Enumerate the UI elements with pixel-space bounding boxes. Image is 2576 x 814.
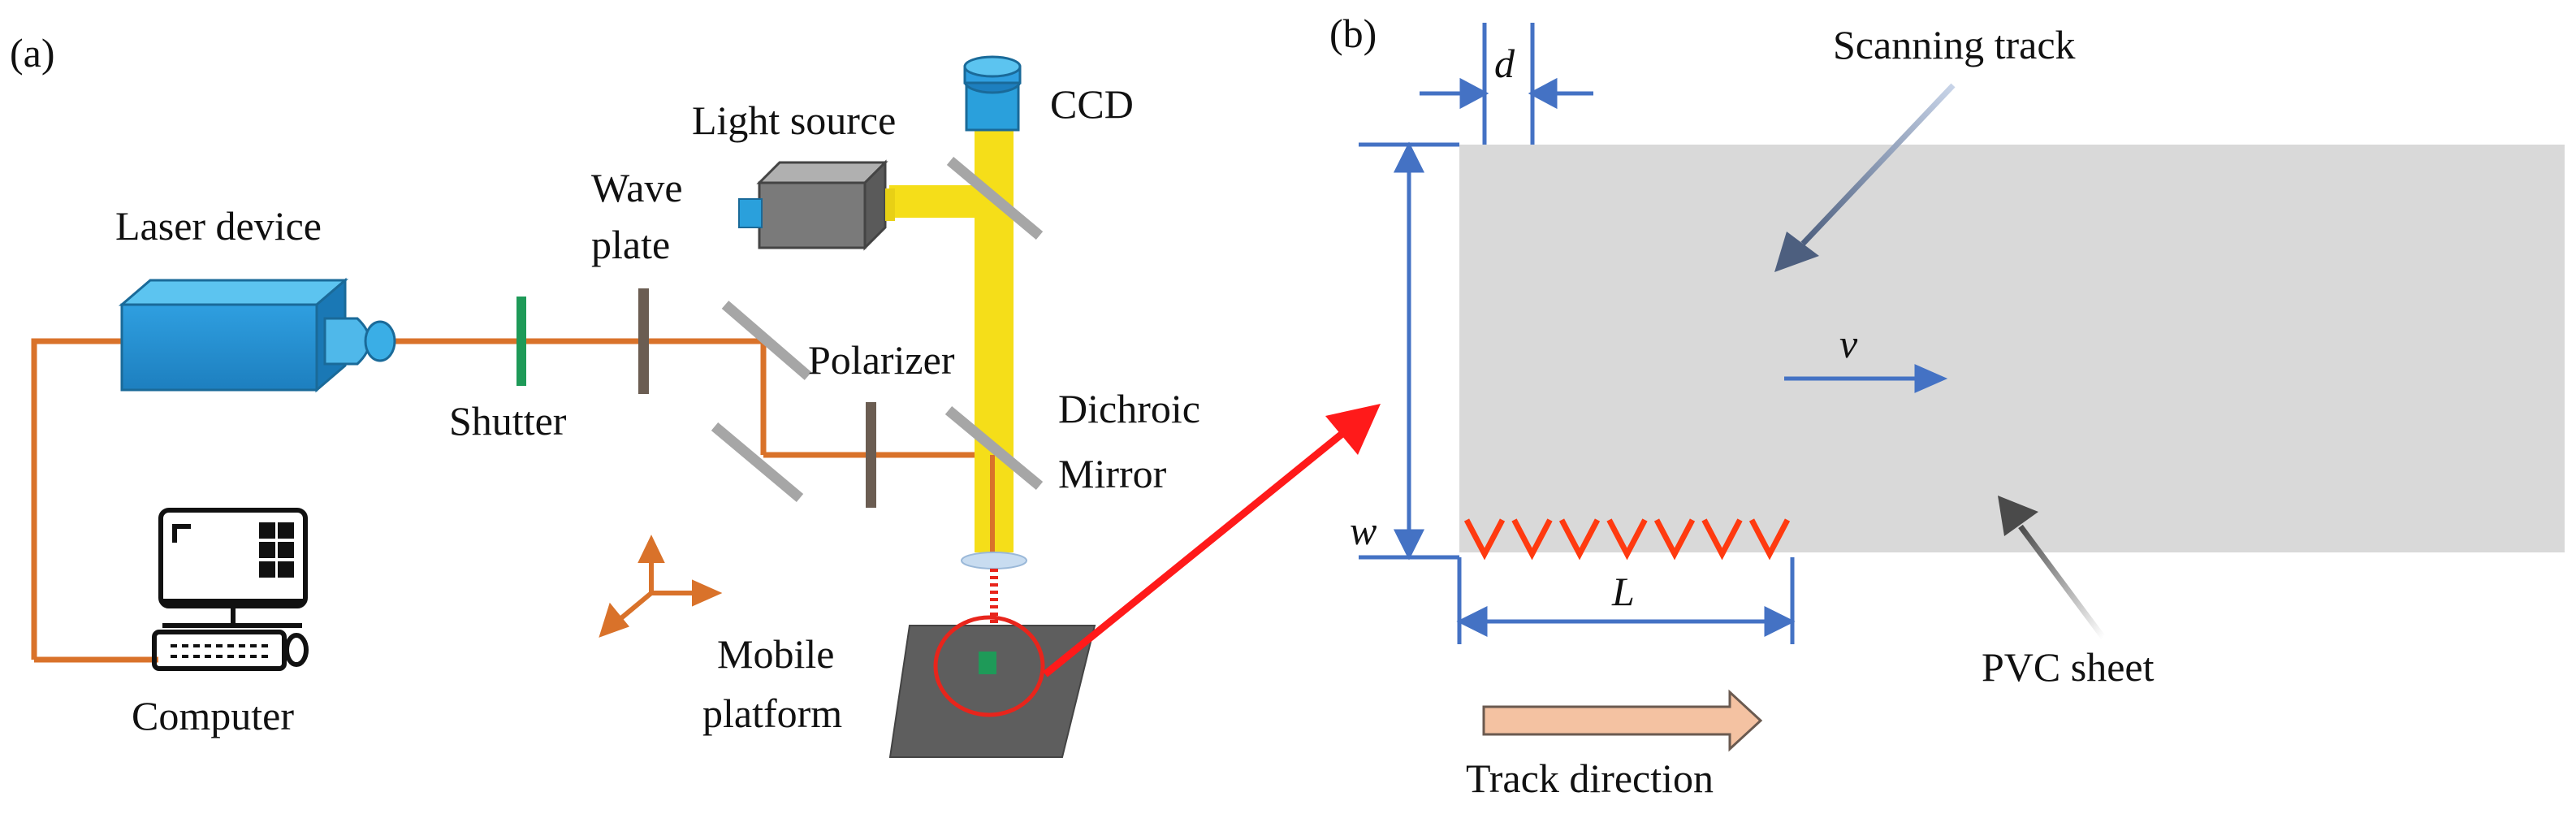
wave-plate-label-line1: Wave: [591, 165, 683, 210]
panel-b: (b) d w: [1329, 11, 2565, 801]
focusing-lens: [961, 552, 1027, 569]
panel-a: (a) Laser device Shutter Wave plate Pola: [10, 30, 1381, 758]
ccd-label: CCD: [1050, 81, 1134, 127]
dichroic-mirror: [944, 405, 1044, 491]
scanning-track-arrowhead: [1558, 518, 1601, 561]
pvc-sheet-label: PVC sheet: [1982, 644, 2155, 690]
scanning-tracks: [1463, 148, 1791, 561]
scanning-track-arrowhead: [1463, 518, 1506, 561]
beam-splitter-mirror: [946, 157, 1044, 240]
panel-a-tag: (a): [10, 30, 55, 76]
dimension-w: [1359, 141, 1459, 561]
laser-device: [118, 277, 396, 393]
polarizer-mirror-lower: [711, 422, 804, 502]
v-label: v: [1839, 321, 1858, 366]
dimension-d: [1420, 23, 1593, 145]
panel-b-tag: (b): [1329, 11, 1377, 56]
light-source-label: Light source: [692, 97, 896, 143]
wave-plate-2: [866, 402, 876, 508]
pvc-sheet-pointer: [1998, 496, 2106, 640]
w-label: w: [1350, 508, 1377, 553]
laser-device-label: Laser device: [115, 203, 322, 249]
mobile-platform: [888, 625, 1096, 758]
sample-highlight-circle: [933, 615, 1045, 717]
pointer-arrow: [1043, 404, 1381, 678]
d-label: d: [1494, 41, 1515, 86]
dichroic-label-line2: Mirror: [1058, 451, 1167, 496]
dichroic-label-line1: Dichroic: [1058, 386, 1200, 431]
shutter-label: Shutter: [449, 398, 567, 444]
track-direction-arrow: [1482, 689, 1763, 752]
scanning-track-arrowhead: [1606, 518, 1648, 561]
wave-plate-1: [638, 288, 649, 394]
shutter: [516, 297, 526, 386]
scanning-track-arrowhead: [1701, 518, 1743, 561]
scanning-track-arrowhead: [1511, 518, 1553, 561]
L-label: L: [1611, 569, 1635, 614]
wave-plate-label-line2: plate: [591, 222, 670, 267]
scanning-track-arrowhead: [1653, 518, 1696, 561]
sample: [979, 652, 996, 674]
dimension-L: [1456, 557, 1796, 644]
polarizer-mirror-upper: [721, 301, 812, 380]
velocity-arrow: [1784, 364, 1948, 393]
light-source: [738, 159, 895, 251]
ccd-camera: [963, 55, 1022, 132]
mobile-platform-label-line1: Mobile: [717, 631, 834, 677]
mobile-platform-label-line2: platform: [702, 691, 842, 736]
polarizer-label: Polarizer: [808, 337, 955, 383]
scanning-track-pointer: [1774, 83, 1956, 272]
scanning-track-label: Scanning track: [1833, 22, 2076, 67]
pvc-sheet: [1459, 145, 2565, 552]
computer: [152, 508, 309, 671]
scanning-track-arrowhead: [1748, 518, 1791, 561]
computer-label: Computer: [132, 693, 294, 738]
coordinate-axes: [599, 535, 723, 638]
laser-beam-path: [31, 338, 992, 663]
track-direction-label: Track direction: [1466, 756, 1714, 801]
